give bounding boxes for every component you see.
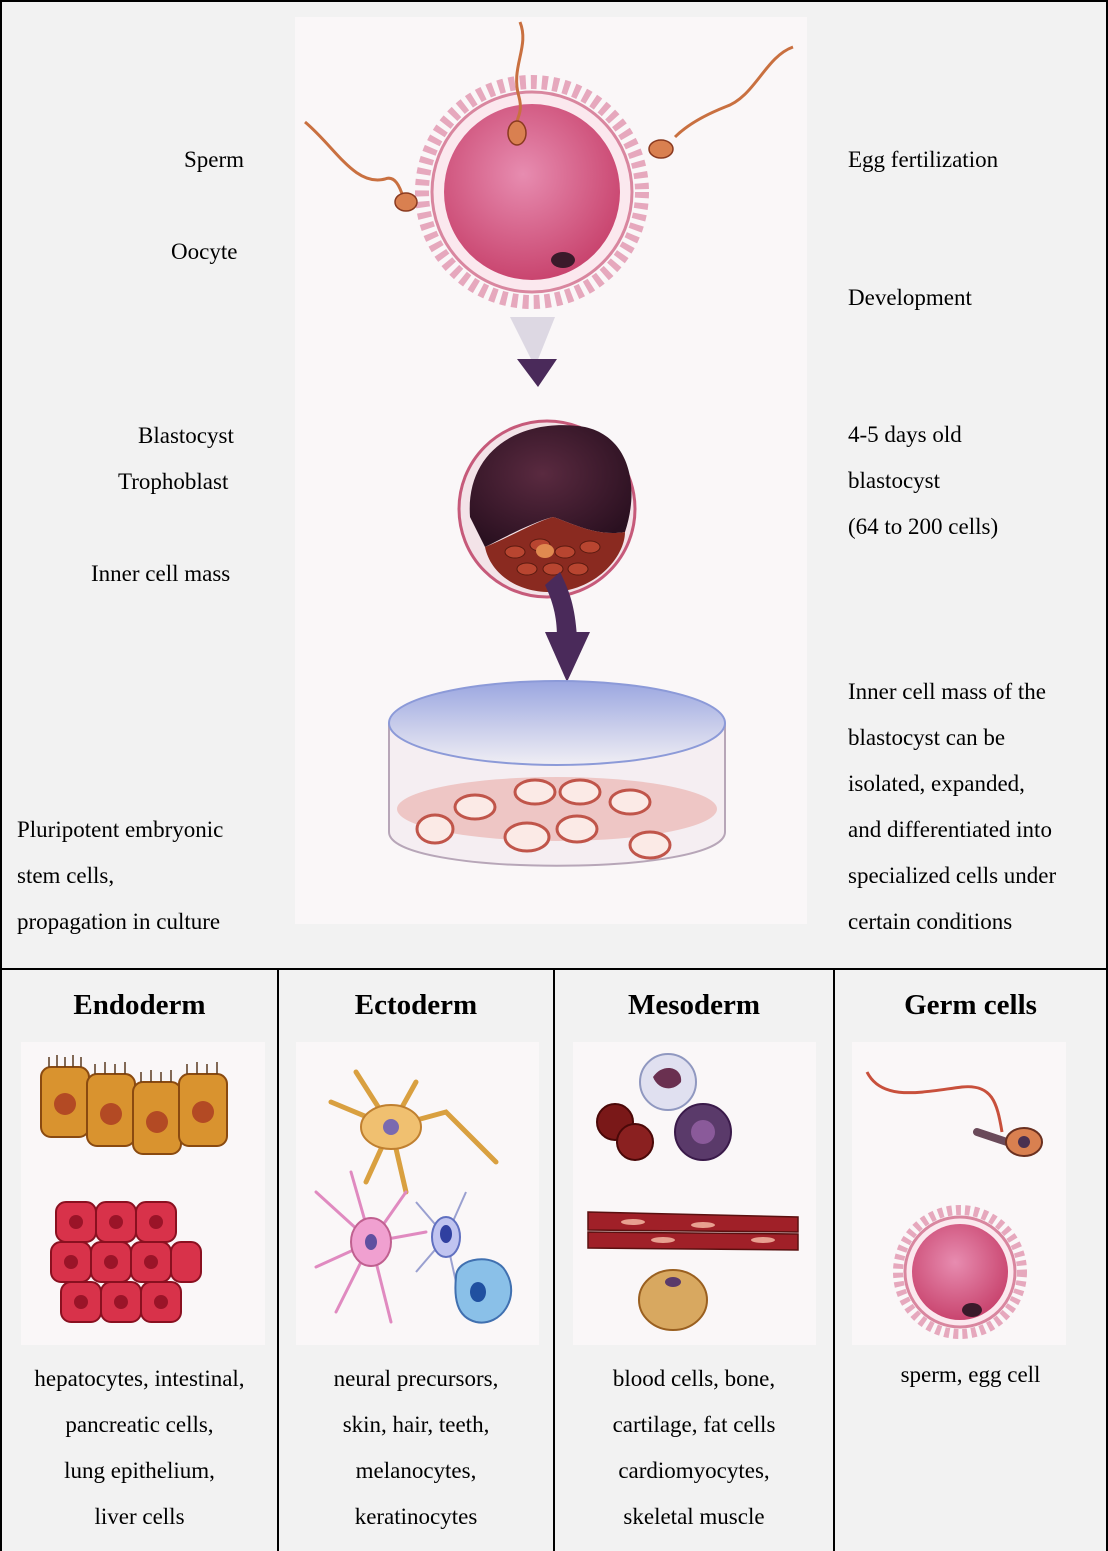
mesoderm-desc-2: cartilage, fat cells (555, 1402, 833, 1448)
germ-cells-description: sperm, egg cell (835, 1352, 1106, 1398)
ectoderm-title: Ectoderm (279, 988, 553, 1022)
germ-cells-title: Germ cells (835, 988, 1106, 1022)
mesoderm-desc-1: blood cells, bone, (555, 1356, 833, 1402)
endoderm-description: hepatocytes, intestinal, pancreatic cell… (2, 1356, 277, 1540)
germ-cells-icon (852, 1042, 1066, 1345)
column-mesoderm: Mesoderm blood cells, bone, cartilage, f… (555, 970, 833, 1551)
germ-cells-desc-1: sperm, egg cell (835, 1352, 1106, 1398)
endoderm-desc-1: hepatocytes, intestinal, (2, 1356, 277, 1402)
blastocyst-icon (459, 421, 635, 597)
ectoderm-desc-4: keratinocytes (279, 1494, 553, 1540)
endoderm-desc-2: pancreatic cells, (2, 1402, 277, 1448)
endoderm-title: Endoderm (2, 988, 277, 1022)
column-endoderm: Endoderm hepatocytes, intestinal, pancre… (2, 970, 277, 1551)
mesoderm-description: blood cells, bone, cartilage, fat cells … (555, 1356, 833, 1540)
mesoderm-desc-4: skeletal muscle (555, 1494, 833, 1540)
ectoderm-desc-2: skin, hair, teeth, (279, 1402, 553, 1448)
ectoderm-desc-1: neural precursors, (279, 1356, 553, 1402)
mesoderm-desc-3: cardiomyocytes, (555, 1448, 833, 1494)
development-illustration (295, 17, 807, 924)
ectoderm-cells-icon (296, 1042, 539, 1345)
endoderm-desc-4: liver cells (2, 1494, 277, 1540)
column-germ-cells: Germ cells sperm, egg cell (835, 970, 1106, 1551)
endoderm-cells-icon (21, 1042, 265, 1345)
ectoderm-desc-3: melanocytes, (279, 1448, 553, 1494)
ectoderm-description: neural precursors, skin, hair, teeth, me… (279, 1356, 553, 1540)
mesoderm-cells-icon (573, 1042, 816, 1345)
petri-dish-icon (389, 681, 725, 866)
column-ectoderm: Ectoderm neural precursors, skin, hair, … (279, 970, 553, 1551)
endoderm-desc-3: lung epithelium, (2, 1448, 277, 1494)
mesoderm-title: Mesoderm (555, 988, 833, 1022)
